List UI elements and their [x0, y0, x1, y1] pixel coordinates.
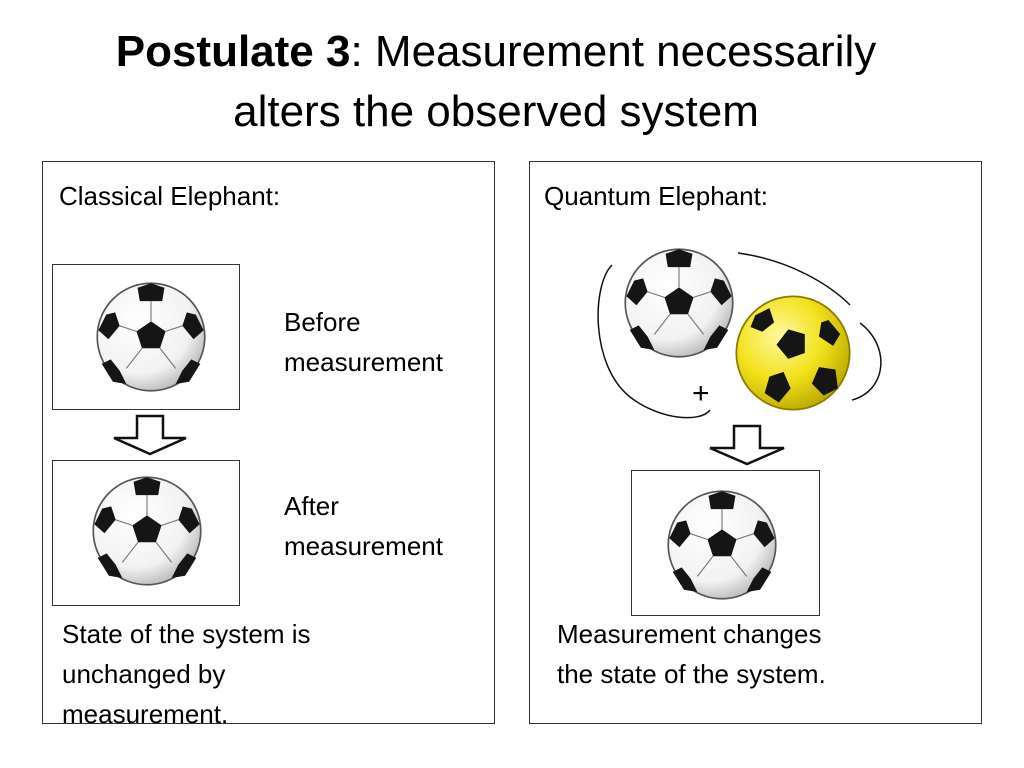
- yellow-soccer-ball-icon: [734, 294, 852, 412]
- after-label-2: measurement: [284, 531, 443, 561]
- quantum-result-frame: [631, 470, 820, 616]
- after-label-1: After: [284, 491, 339, 521]
- title-bold: Postulate 3: [115, 27, 351, 76]
- title-line2: alters the observed system: [233, 87, 759, 136]
- before-label-2: measurement: [284, 347, 443, 377]
- before-label-1: Before: [284, 307, 361, 337]
- down-arrow-icon: [709, 424, 785, 466]
- quantum-caption-2: the state of the system.: [557, 659, 826, 689]
- white-soccer-ball-icon: [666, 489, 778, 601]
- plus-sign: +: [692, 377, 710, 410]
- classical-panel: [42, 161, 495, 724]
- slide-title: Postulate 3: Measurement necessarily alt…: [0, 22, 992, 142]
- down-arrow-icon: [113, 414, 187, 456]
- superposition-outline: [597, 252, 882, 419]
- quantum-caption-1: Measurement changes: [557, 619, 822, 649]
- quantum-heading: Quantum Elephant:: [544, 181, 769, 211]
- white-soccer-ball-icon: [623, 247, 735, 359]
- classical-caption-1: State of the system is: [62, 619, 311, 649]
- after-frame: [52, 460, 240, 606]
- title-rest: : Measurement necessarily: [350, 27, 877, 76]
- quantum-panel: [529, 161, 982, 724]
- classical-heading: Classical Elephant:: [59, 181, 281, 211]
- classical-caption-3: measurement.: [62, 699, 229, 729]
- white-soccer-ball-icon: [91, 475, 203, 587]
- before-frame: [52, 264, 240, 410]
- white-soccer-ball-icon: [95, 281, 207, 393]
- classical-caption-2: unchanged by: [62, 659, 226, 689]
